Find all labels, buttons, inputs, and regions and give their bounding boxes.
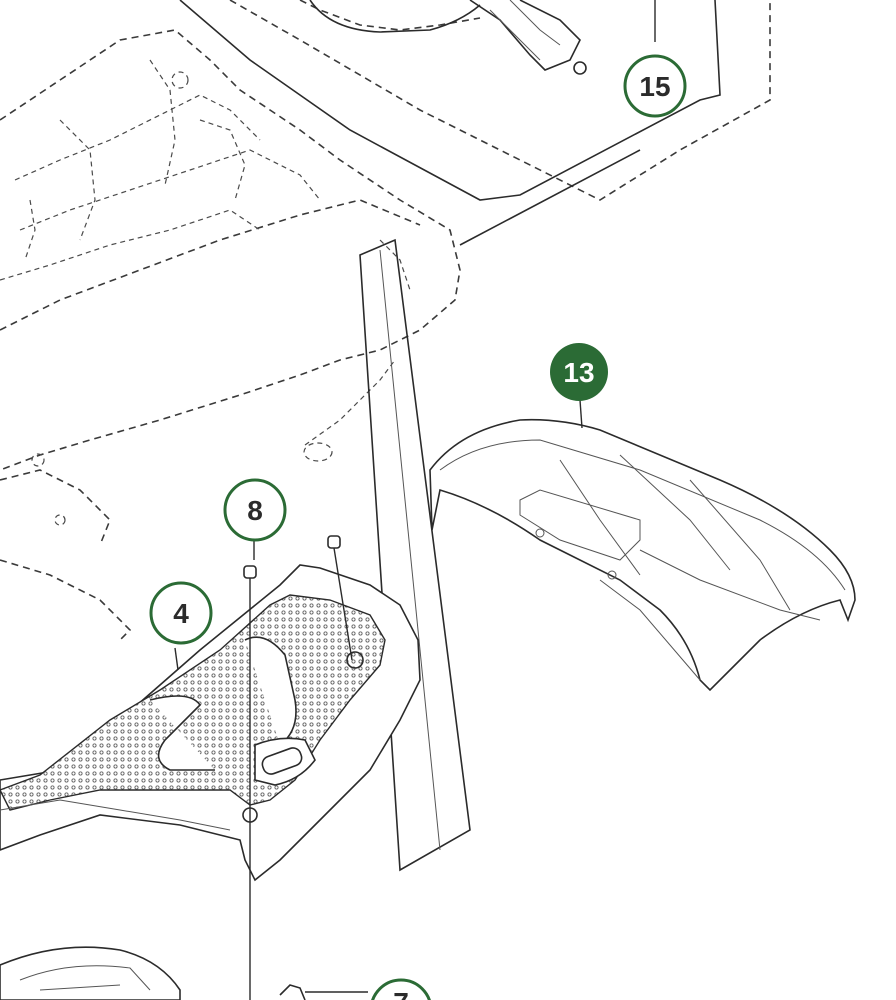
callout-7-label: 7 [393, 987, 409, 1000]
fasteners [243, 535, 353, 1000]
part-4-footplate [0, 564, 421, 882]
callout-8: 8 [223, 478, 287, 542]
lower-part-partial [0, 946, 368, 1000]
callout-4-label: 4 [173, 598, 189, 629]
chassis-frame-outline [0, 0, 481, 641]
callout-7: 7 [371, 978, 431, 1000]
support-rod [359, 238, 471, 872]
callout-8-label: 8 [247, 495, 263, 526]
part-13-cover [429, 399, 856, 692]
callout-15: 15 [623, 54, 687, 118]
callout-15-label: 15 [639, 71, 670, 102]
callout-13: 13 [550, 343, 608, 401]
callout-4: 4 [149, 581, 213, 645]
upper-assembly [179, 0, 771, 246]
callout-13-label: 13 [563, 357, 594, 388]
